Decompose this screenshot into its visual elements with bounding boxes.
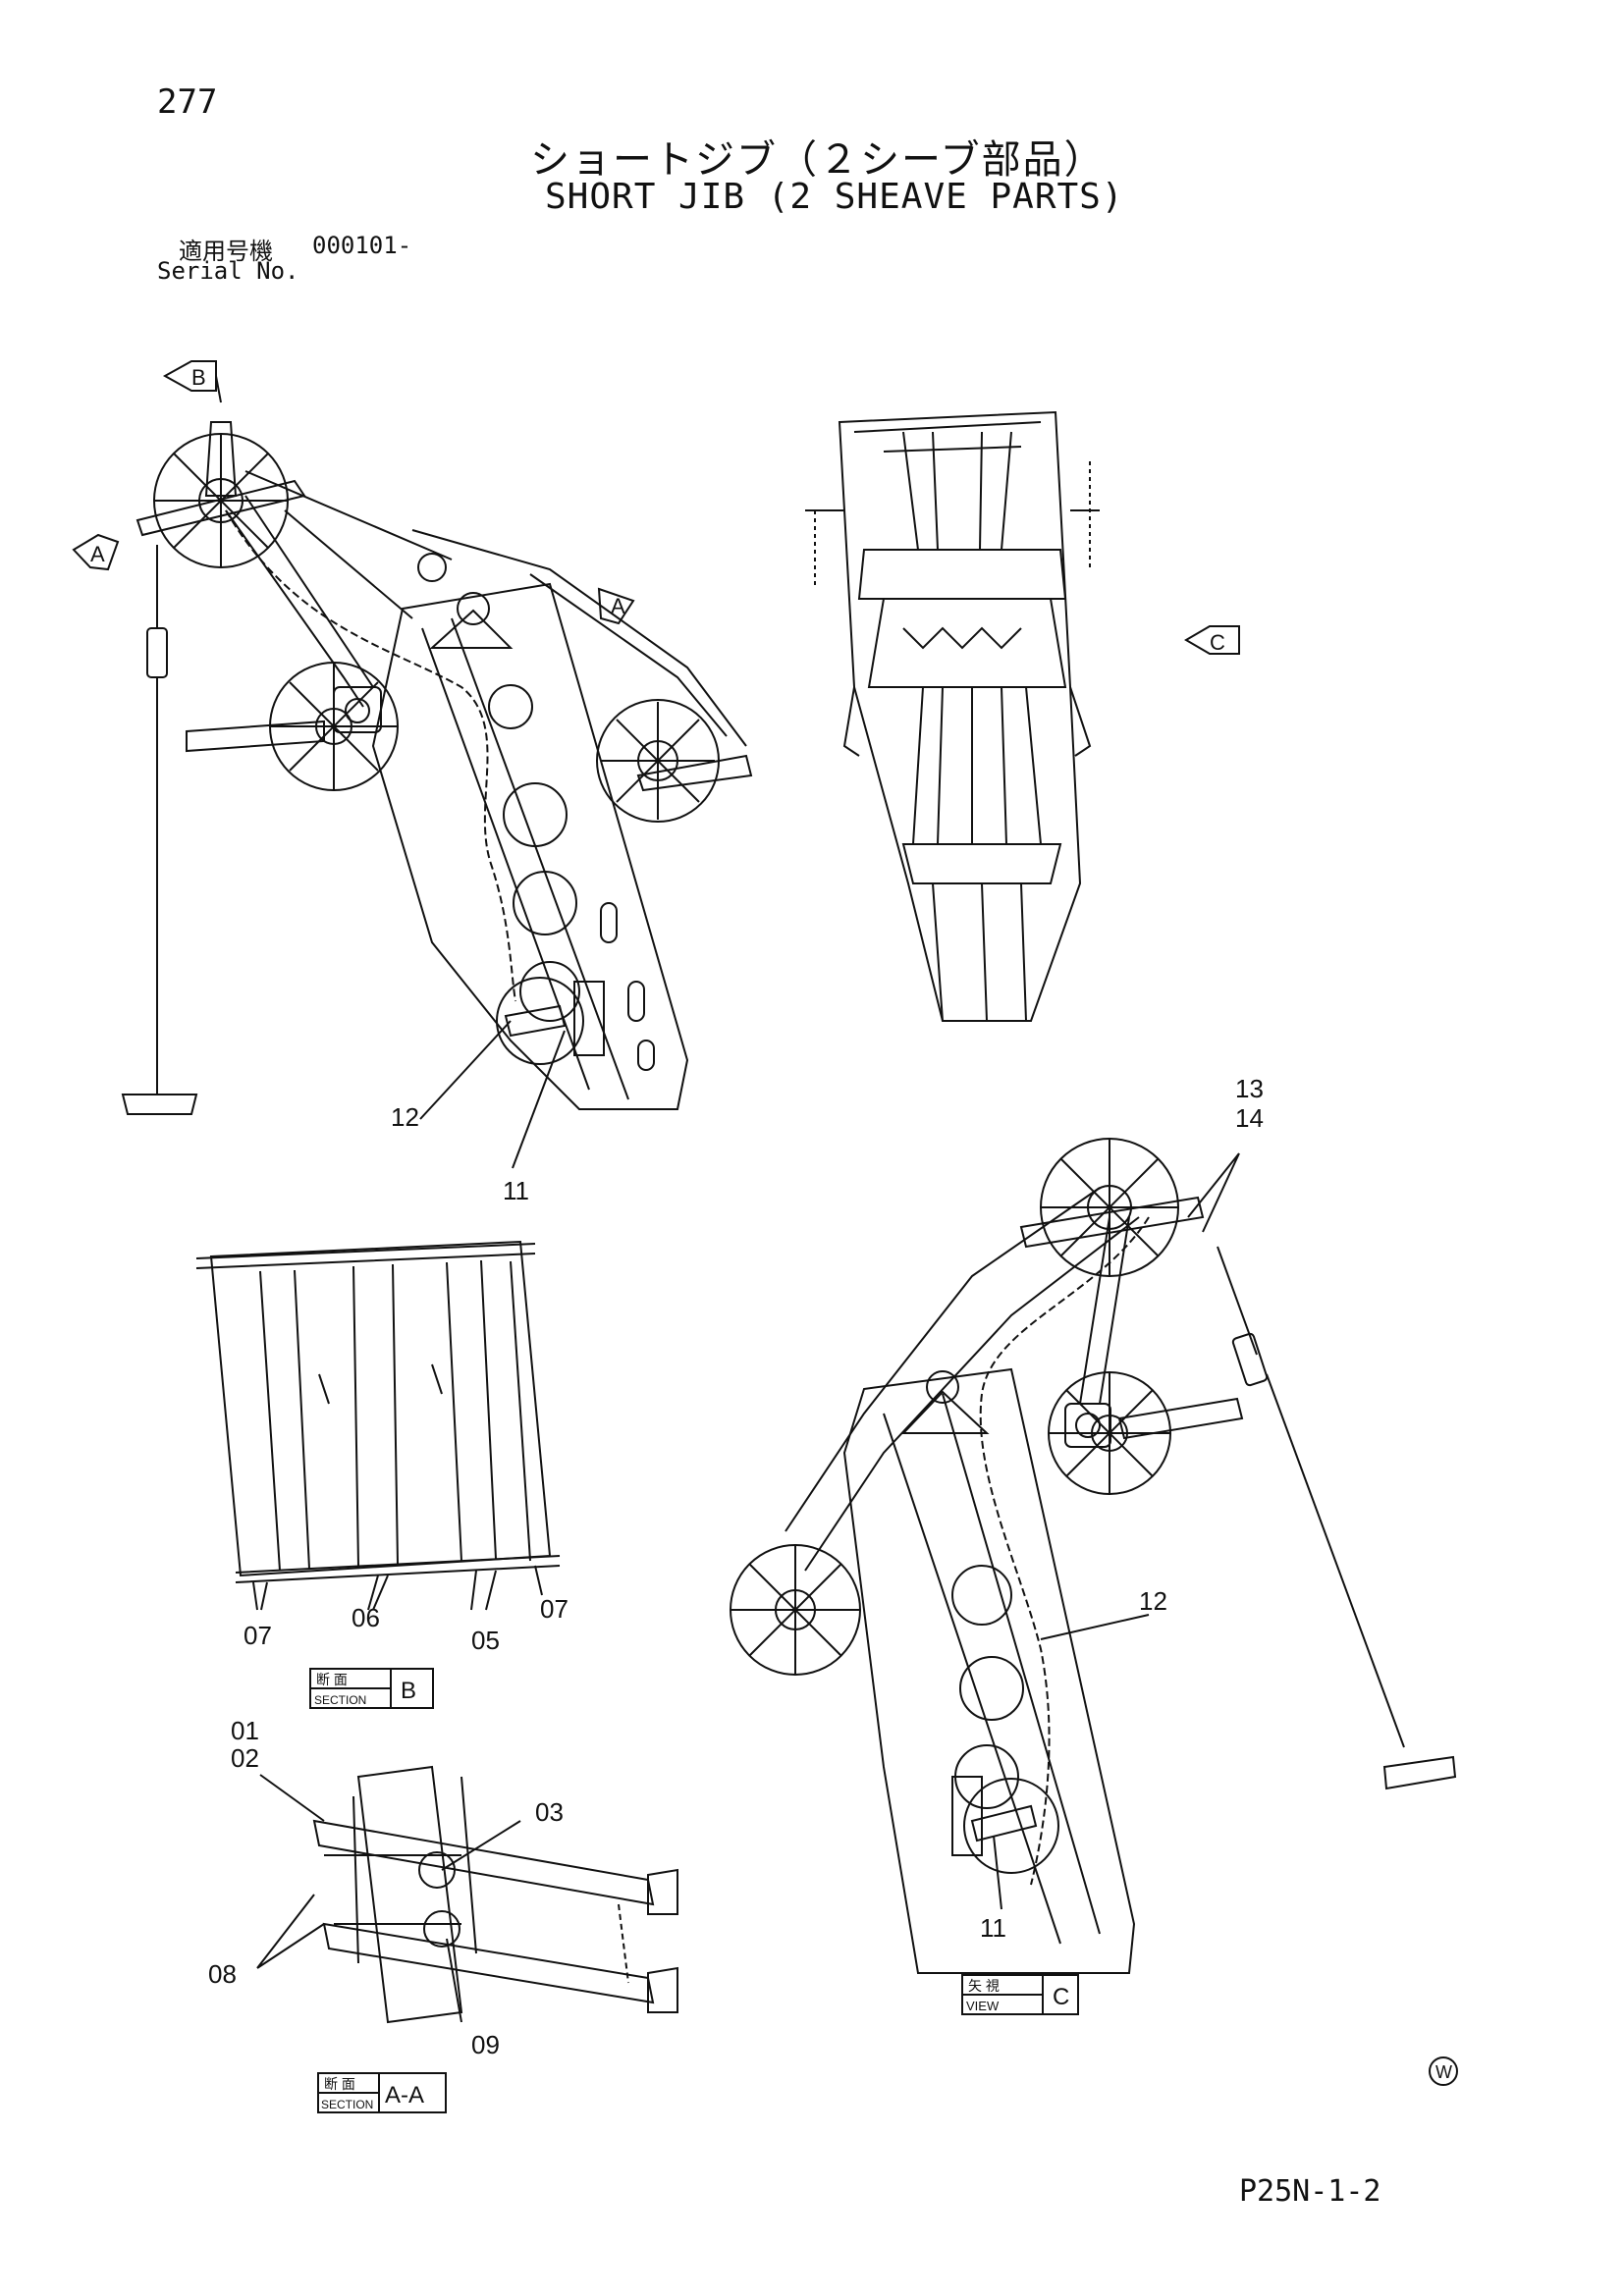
callout-05: 05 <box>471 1626 500 1655</box>
jib-side-view-left <box>121 421 753 1169</box>
callout-06: 06 <box>352 1603 380 1632</box>
section-b-drawing <box>195 1240 561 1611</box>
jib-top-view <box>805 410 1100 1022</box>
view-arrow-a-right <box>597 587 635 625</box>
callout-08: 08 <box>208 1959 237 1989</box>
view-marker-a-right: A <box>611 594 625 618</box>
view-c-box-letter: C <box>1053 1984 1069 2010</box>
serial-number-value: 000101- <box>312 232 412 259</box>
serial-label-english: Serial No. <box>157 257 299 285</box>
view-c-box-top: 矢 視 <box>968 1978 1000 1994</box>
serial-label-japanese: 適用号機 <box>179 238 273 265</box>
callout-07-right: 07 <box>540 1594 568 1624</box>
section-aa-box-bottom: SECTION <box>321 2098 373 2111</box>
section-b-box <box>309 1668 434 1709</box>
section-aa-box-top: 断 面 <box>324 2076 355 2092</box>
callout-11-left: 11 <box>503 1176 529 1205</box>
callout-12-left: 12 <box>391 1102 419 1132</box>
view-arrow-a-left <box>72 533 120 571</box>
callout-09: 09 <box>471 2030 500 2059</box>
callout-01: 01 <box>231 1716 259 1745</box>
view-c-drawing <box>730 1138 1457 1974</box>
callout-13-right: 13 <box>1235 1074 1264 1103</box>
view-marker-a-left: A <box>90 542 105 566</box>
view-c-box <box>961 1974 1079 2015</box>
page-number: 277 <box>157 82 218 122</box>
view-marker-b: B <box>191 365 206 390</box>
circled-symbol-ring <box>1429 2056 1458 2086</box>
section-aa-box <box>317 2072 447 2113</box>
page-code: P25N-1-2 <box>1239 2174 1381 2209</box>
callout-12-right: 12 <box>1139 1586 1167 1616</box>
callout-14-right: 14 <box>1235 1103 1264 1133</box>
title-japanese: ショートジブ（２シーブ部品） <box>530 137 1106 183</box>
section-aa-drawing <box>256 1765 678 2024</box>
callout-11-right: 11 <box>980 1913 1006 1943</box>
view-arrow-b <box>162 360 222 403</box>
section-b-box-letter: B <box>401 1678 416 1704</box>
view-c-box-bottom: VIEW <box>966 1999 1000 2013</box>
callout-03: 03 <box>535 1797 564 1827</box>
section-b-box-top: 断 面 <box>316 1672 348 1687</box>
callout-02: 02 <box>231 1743 259 1773</box>
section-aa-box-letter: A-A <box>385 2082 424 2109</box>
circled-symbol-letter: W <box>1435 2062 1452 2082</box>
callout-07-left: 07 <box>244 1621 272 1650</box>
title-english: SHORT JIB (2 SHEAVE PARTS) <box>545 177 1124 217</box>
section-b-box-bottom: SECTION <box>314 1693 366 1707</box>
view-marker-c: C <box>1210 630 1225 655</box>
view-arrow-c <box>1184 625 1240 655</box>
